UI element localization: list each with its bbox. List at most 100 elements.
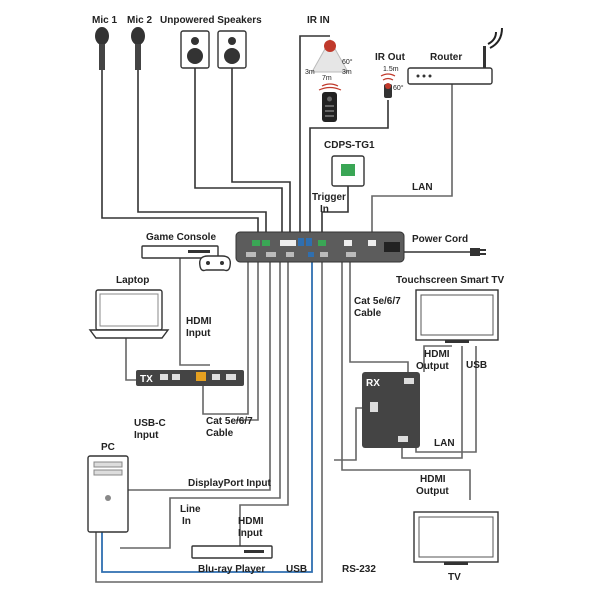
line-in-label-2: In (182, 516, 191, 527)
laptop-icon (88, 289, 170, 339)
wifi-icon (487, 27, 503, 49)
dp-input-label: DisplayPort Input (188, 478, 271, 489)
ir-3m-left: 3m (305, 69, 315, 76)
speakers-device: Unpowered Speakers (160, 15, 262, 69)
microphone-icon (131, 27, 145, 70)
bluray-icon (191, 545, 273, 559)
cdps-label: CDPS-TG1 (324, 140, 375, 151)
cat-rx-label-1: Cat 5e/6/7 (354, 296, 401, 307)
ir-emitter-icon (384, 83, 392, 98)
game-console-device: Game Console (141, 232, 232, 272)
game-console-hdmi-cable (179, 258, 210, 366)
power-plug-icon (470, 248, 486, 256)
ir-out-label: IR Out (375, 52, 406, 63)
hdmi-out-label-1: HDMI (424, 349, 450, 360)
microphone-icon (95, 27, 109, 70)
lan-rx-label: LAN (434, 438, 455, 449)
touchscreen-label: Touchscreen Smart TV (396, 275, 505, 286)
laptop-usbc-cable (125, 335, 136, 381)
bluray-label: Blu-ray Player (198, 564, 265, 575)
router-device: Router (407, 27, 503, 85)
lan-top-label: LAN (412, 182, 433, 193)
ir-receiver-icon (311, 38, 349, 73)
power-cord-device: Power Cord (412, 234, 486, 256)
hub-rx-cat-cable (349, 262, 409, 372)
tx-cat-cable (202, 262, 249, 415)
cdps-device: CDPS-TG1 Trigger In (312, 140, 375, 215)
hdmi-out-tv-label-1: HDMI (420, 474, 446, 485)
hub-hdmi-tv-cable (341, 262, 471, 500)
tv-device: TV (413, 511, 499, 583)
usbc-label-2: Input (134, 430, 159, 441)
ir-7m: 7m (322, 75, 332, 82)
wires (95, 35, 477, 583)
speaker-left-cable (194, 68, 283, 238)
hub-tx-link (236, 262, 259, 421)
mic2-device: Mic 2 (127, 15, 152, 70)
power-cord-label: Power Cord (412, 234, 468, 245)
rx-device: RX (362, 372, 420, 448)
hdmi-input-label-1: HDMI (186, 316, 212, 327)
ir-in-label: IR IN (307, 15, 330, 26)
trigger-cable (321, 185, 349, 238)
irout-range: 1.5m (383, 66, 399, 73)
ir-out-device: IR Out 1.5m 60° (375, 52, 406, 98)
hdmi-br-label-1: HDMI (238, 516, 264, 527)
ir-signal-waves (318, 83, 342, 91)
usb-cable (101, 262, 313, 573)
cat-tx-label-1: Cat 5e/6/7 (206, 416, 253, 427)
ir-signal-waves (380, 73, 396, 81)
tx-label: TX (140, 374, 153, 385)
ir-60-angle: 60° (342, 58, 353, 66)
hdmi-out-tv-label-2: Output (416, 486, 449, 497)
speaker-right-cable (231, 68, 291, 238)
router-icon (407, 46, 493, 85)
cat-rx-label-2: Cable (354, 308, 382, 319)
gamepad-icon (198, 255, 232, 272)
monitor-icon (413, 511, 499, 565)
trigger-label-1: Trigger (312, 192, 346, 203)
remote-icon (322, 92, 337, 122)
router-label: Router (430, 52, 462, 63)
hdmi-input-label-2: Input (186, 328, 211, 339)
pc-displayport-cable (120, 262, 271, 491)
mic1-device: Mic 1 (92, 15, 117, 70)
touchscreen-device: Touchscreen Smart TV (396, 275, 505, 343)
mic1-cable (101, 70, 259, 238)
pc-line-in-cable (120, 262, 281, 549)
rx-lan-cable (415, 346, 477, 453)
lan-router-cable (371, 84, 453, 238)
usb-bottom-label: USB (286, 564, 307, 575)
laptop-label: Laptop (116, 275, 149, 286)
rs232-label: RS-232 (342, 564, 376, 575)
monitor-icon (415, 289, 499, 343)
game-console-label: Game Console (146, 232, 216, 243)
trigger-label-2: In (320, 204, 329, 215)
speaker-icon (217, 30, 247, 69)
touchscreen-usb-cable (401, 346, 463, 459)
ir-out-cable (309, 100, 389, 238)
pc-label: PC (101, 442, 115, 453)
ir-3m-right: 3m (342, 69, 352, 76)
tv-label: TV (448, 572, 461, 583)
rx-label: RX (366, 378, 380, 389)
laptop-device: Laptop (88, 275, 170, 339)
rx-hdmi-touchscreen-cable (423, 345, 452, 372)
rs232-cable (95, 262, 323, 583)
ir-in-cable (299, 35, 330, 238)
bluray-hdmi-cable (239, 262, 289, 548)
usb-right-label: USB (466, 360, 487, 371)
irout-angle: 60° (393, 84, 404, 92)
line-in-label-1: Line (180, 504, 201, 515)
bluray-device: Blu-ray Player (191, 545, 273, 575)
ir-in-device: IR IN 3m 3m 7m 60° (305, 15, 353, 122)
tx-device: TX (136, 370, 244, 386)
cat-tx-label-2: Cable (206, 428, 234, 439)
mic2-cable (137, 70, 267, 238)
usbc-label-1: USB-C (134, 418, 166, 429)
speaker-icon (180, 30, 210, 69)
trigger-plate-icon (331, 155, 365, 187)
mic1-label: Mic 1 (92, 15, 117, 26)
